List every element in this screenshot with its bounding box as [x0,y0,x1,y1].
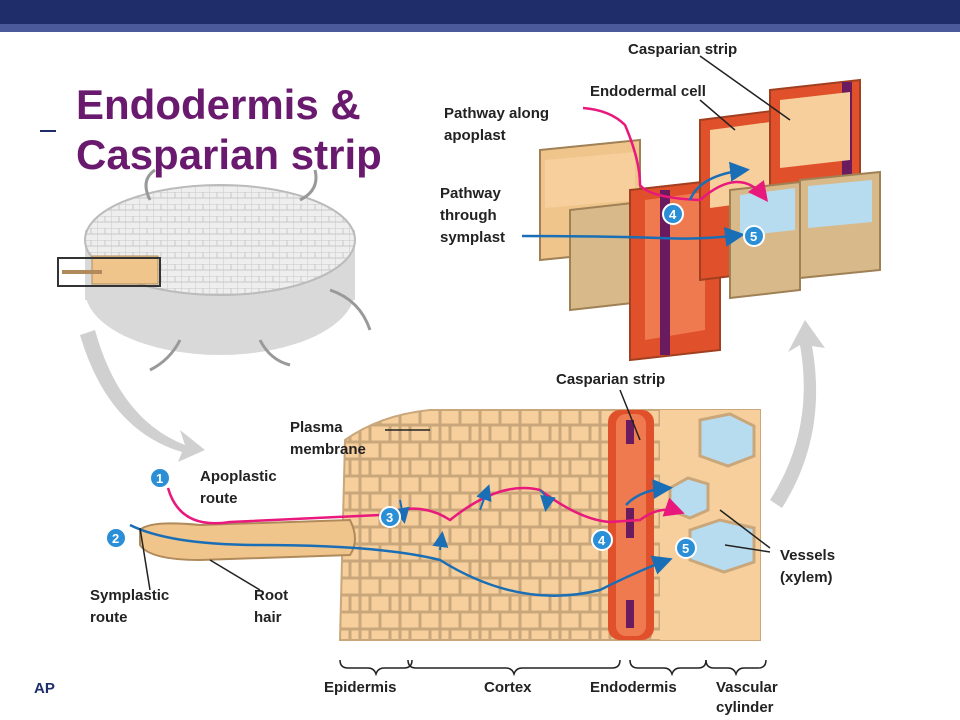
curved-arrow-up-icon [770,320,825,508]
label-root-hair-2: hair [254,609,282,626]
marker-5-bottom: 5 [675,537,697,559]
symplastic-path [129,523,673,597]
label-endodermis: Endodermis [590,679,677,696]
cortex-arrow [539,489,556,512]
symplast-branch-top [688,161,750,201]
svg-text:1: 1 [156,471,163,486]
label-pathway-apoplast-1: Pathway along [444,105,549,122]
curved-arrow-down-icon [80,330,205,462]
svg-text:5: 5 [682,541,689,556]
label-cortex: Cortex [484,679,532,696]
label-root-hair-1: Root [254,587,288,604]
svg-text:3: 3 [386,510,393,525]
label-vascular-2: cylinder [716,699,774,716]
label-epidermis: Epidermis [324,679,397,696]
label-casparian-strip-top: Casparian strip [628,41,737,58]
marker-5-top: 5 [743,225,765,247]
apoplast-path-top [582,106,769,202]
bullet-dash [40,130,56,132]
marker-2: 2 [105,527,127,549]
tissue-brackets [339,659,767,677]
marker-4-top: 4 [662,203,684,225]
label-vessels-2: (xylem) [780,569,833,586]
label-plasma-membrane-2: membrane [290,441,366,458]
svg-text:4: 4 [669,207,677,222]
label-apoplastic-route-2: route [200,490,238,507]
label-plasma-membrane-1: Plasma [290,419,343,436]
label-casparian-strip-bottom: Casparian strip [556,371,665,388]
cortex-arrow [432,531,449,551]
slide-title-line-2: Casparian strip [76,131,382,178]
label-pathway-apoplast-2: apoplast [444,127,506,144]
label-vessels-1: Vessels [780,547,835,564]
label-pathway-symplast-1: Pathway [440,185,502,202]
marker-3: 3 [379,506,401,528]
symplast-branch-path [625,479,673,506]
slide-title: Endodermis & Casparian strip [76,80,436,180]
marker-1: 1 [149,467,171,489]
label-pathway-symplast-2: through [440,207,497,224]
root-cross-section [57,168,372,372]
cortex-arrow [393,499,410,524]
label-pathway-symplast-3: symplast [440,229,505,246]
svg-text:4: 4 [598,533,606,548]
symplast-path-top [521,226,745,247]
marker-4-bottom: 4 [591,529,613,551]
cortex-arrow [476,484,492,511]
label-symplastic-route-1: Symplastic [90,587,169,604]
label-vascular-1: Vascular [716,679,778,696]
header-accent-bar [0,24,960,32]
label-endodermal-cell: Endodermal cell [590,83,706,100]
svg-text:5: 5 [750,229,757,244]
slide-footer: AP [34,680,55,697]
label-apoplastic-route-1: Apoplastic [200,468,277,485]
svg-text:2: 2 [112,531,119,546]
header-bar [0,0,960,24]
leader-lines [139,55,791,591]
endodermal-cell-3d [539,78,881,362]
label-symplastic-route-2: route [90,609,128,626]
root-tissue-section [139,409,761,641]
slide-title-line-1: Endodermis & [76,81,361,128]
